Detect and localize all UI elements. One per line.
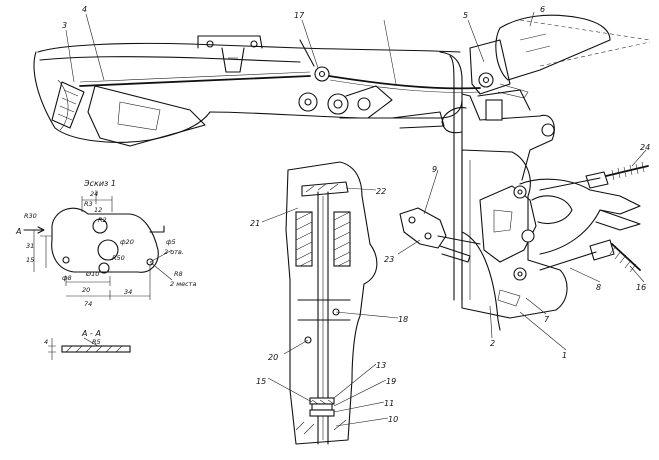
sketch-title: Эскиз 1 — [83, 179, 116, 188]
dim-31: 31 — [26, 242, 34, 250]
section-arrow-label: А — [15, 227, 21, 236]
callout-17: 17 — [294, 11, 305, 20]
callout-18: 18 — [398, 315, 408, 324]
dim-phi8: ф8 — [62, 274, 72, 282]
dim-thickness: 4 — [44, 338, 48, 346]
callout-5: 5 — [463, 11, 468, 20]
callout-4: 4 — [82, 5, 87, 14]
leader-lines — [65, 11, 647, 427]
callout-1: 1 — [562, 351, 567, 360]
callout-7: 7 — [544, 315, 550, 324]
callout-23: 23 — [384, 255, 394, 264]
section-title: А - А — [81, 329, 101, 338]
dim-r8: R8 — [174, 270, 183, 278]
callout-2: 2 — [490, 339, 495, 348]
callout-labels: 3 4 17 5 6 24 9 8 16 7 2 1 23 21 22 18 2… — [62, 5, 650, 424]
dim-r3: R3 — [84, 200, 93, 208]
dim-d10: Ø10 — [85, 270, 99, 278]
control-body-assembly — [399, 14, 651, 331]
callout-6: 6 — [540, 5, 545, 14]
detail-sketch-labels: Эскиз 1 А А - А R3 24 12 R2 R30 ф20 R50 … — [15, 179, 196, 346]
dim-phi5: ф5 — [166, 238, 176, 246]
callout-22: 22 — [376, 187, 386, 196]
dim-74: 74 — [84, 300, 92, 308]
dim-24: 24 — [90, 190, 98, 198]
callout-8: 8 — [596, 283, 601, 292]
dim-phi20: ф20 — [120, 238, 134, 246]
callout-24: 24 — [640, 143, 650, 152]
callout-3: 3 — [62, 21, 67, 30]
dim-r30: R30 — [24, 212, 37, 220]
callout-20: 20 — [268, 353, 278, 362]
dim-two-places: 2 места — [170, 280, 196, 288]
callout-21: 21 — [250, 219, 260, 228]
dim-34: 34 — [124, 288, 132, 296]
callout-19: 19 — [386, 377, 396, 386]
lower-section-view — [285, 161, 378, 445]
callout-9: 9 — [432, 165, 437, 174]
handlebar-assembly — [33, 35, 481, 301]
callout-10: 10 — [388, 415, 398, 424]
dim-r2: R2 — [98, 216, 107, 224]
callout-15: 15 — [256, 377, 266, 386]
detail-sketch — [23, 190, 173, 360]
callout-11: 11 — [384, 399, 394, 408]
dim-r50: R50 — [112, 254, 125, 262]
dim-r5: R5 — [92, 338, 101, 346]
callout-13: 13 — [376, 361, 386, 370]
dim-12: 12 — [94, 206, 102, 214]
dim-two-holes: 2 отв. — [164, 248, 184, 256]
dim-15: 15 — [26, 256, 34, 264]
dim-20: 20 — [82, 286, 90, 294]
callout-16: 16 — [636, 283, 646, 292]
